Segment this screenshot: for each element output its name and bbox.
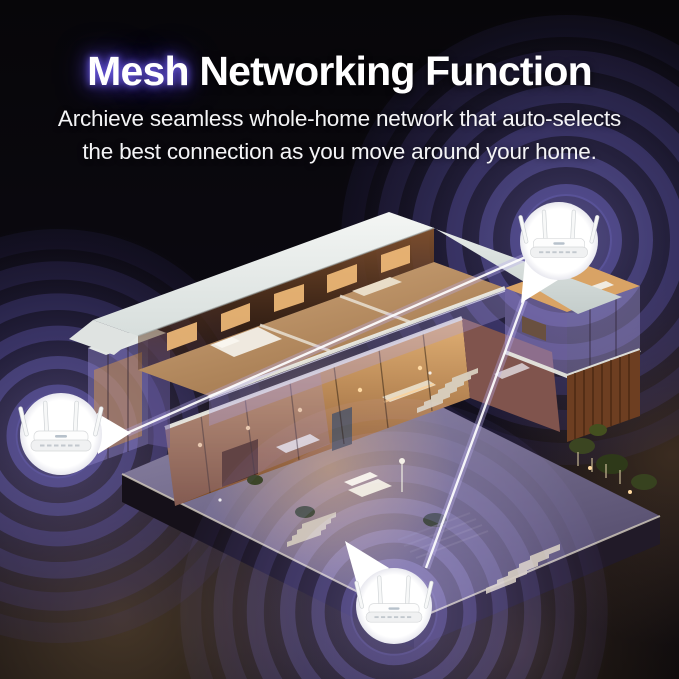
title-rest: Networking Function bbox=[188, 48, 592, 94]
router-callout-left bbox=[17, 393, 131, 475]
router-callout-bottom bbox=[345, 541, 434, 644]
router-callout-top-right bbox=[517, 202, 600, 303]
roof-right bbox=[389, 212, 622, 314]
page-title: Mesh Networking Function bbox=[0, 0, 679, 94]
subtitle-line-2: the best connection as you move around y… bbox=[82, 139, 597, 164]
subtitle: Archieve seamless whole-home network tha… bbox=[0, 102, 679, 168]
slat-wall bbox=[567, 350, 640, 442]
subtitle-line-1: Archieve seamless whole-home network tha… bbox=[57, 106, 622, 131]
bed bbox=[210, 327, 282, 357]
title-highlight: Mesh bbox=[87, 48, 189, 94]
roof-left bbox=[93, 212, 434, 336]
header: Mesh Networking Function Archieve seamle… bbox=[0, 0, 679, 168]
upper-windows bbox=[167, 245, 410, 351]
